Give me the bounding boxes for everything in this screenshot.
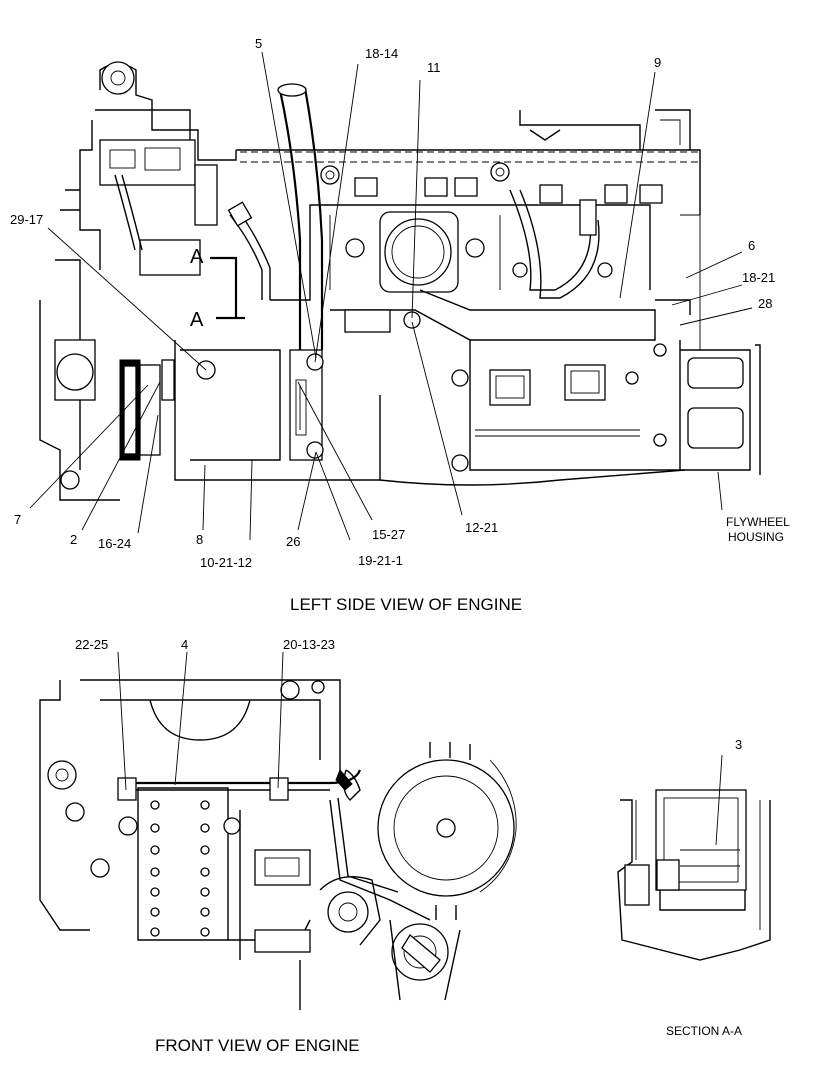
upper-bolt-row xyxy=(320,162,663,204)
front-view-title: FRONT VIEW OF ENGINE xyxy=(155,1036,360,1055)
callout-26: 26 xyxy=(286,534,300,549)
section-marker-lower: A xyxy=(190,309,204,331)
section-a-a-title: SECTION A-A xyxy=(666,1024,742,1038)
callout-7: 7 xyxy=(14,512,21,527)
flywheel-housing-label-line2: HOUSING xyxy=(728,530,784,544)
callout-19-21-1: 19-21-1 xyxy=(358,553,403,568)
left-side-view-title: LEFT SIDE VIEW OF ENGINE xyxy=(290,595,522,614)
front-engine-drawing xyxy=(39,679,517,1010)
left-view-leaders xyxy=(29,51,753,541)
callout-20-13-23: 20-13-23 xyxy=(283,637,335,652)
left-side-engine-drawing xyxy=(39,61,761,501)
callout-11: 11 xyxy=(427,60,441,75)
section-a-a-drawing xyxy=(617,754,771,961)
callout-22-25: 22-25 xyxy=(75,637,108,652)
callout-8: 8 xyxy=(196,532,203,547)
callout-5: 5 xyxy=(255,36,262,51)
section-marker-upper: A xyxy=(190,246,204,268)
callout-15-27: 15-27 xyxy=(372,527,405,542)
callout-12-21: 12-21 xyxy=(465,520,498,535)
front-view-leaders xyxy=(117,651,284,791)
callout-16-24: 16-24 xyxy=(98,536,131,551)
callout-2: 2 xyxy=(70,532,77,547)
callout-10-21-12: 10-21-12 xyxy=(200,555,252,570)
callout-18-14: 18-14 xyxy=(365,46,398,61)
callout-9: 9 xyxy=(654,55,661,70)
flywheel-housing-label-line1: FLYWHEEL xyxy=(726,515,790,529)
callout-6: 6 xyxy=(748,238,755,253)
callout-28: 28 xyxy=(758,296,772,311)
callout-4: 4 xyxy=(181,637,188,652)
front-cover-holes xyxy=(150,800,210,937)
section-a-arrows xyxy=(210,256,245,320)
callout-29-17: 29-17 xyxy=(10,212,43,227)
callout-18-21: 18-21 xyxy=(742,270,775,285)
damper-teeth xyxy=(119,359,141,461)
callout-3: 3 xyxy=(735,737,742,752)
